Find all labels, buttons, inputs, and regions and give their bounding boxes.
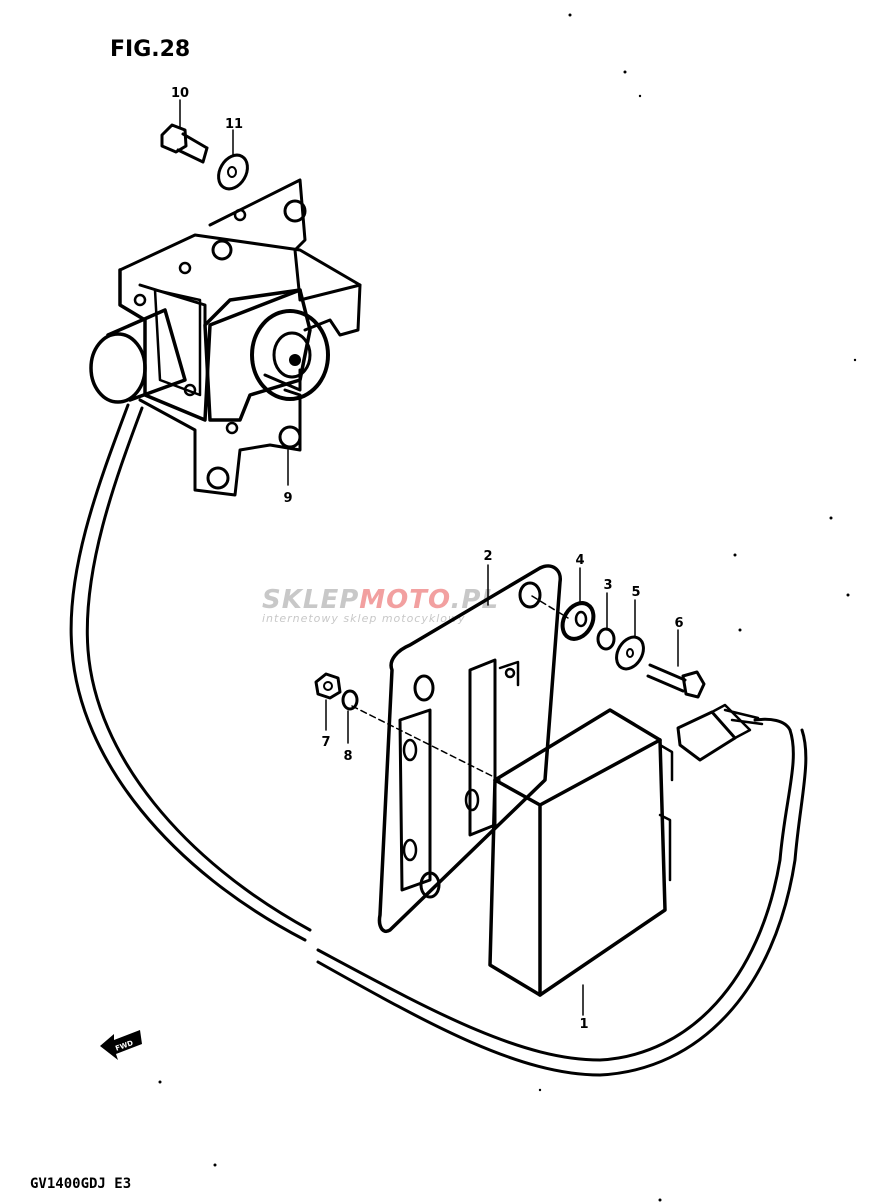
control-unit-1	[488, 708, 674, 997]
part-number-7: 7	[321, 735, 330, 750]
assembly-lines	[351, 595, 569, 781]
part-number-10: 10	[171, 86, 189, 101]
leader-lines	[179, 99, 679, 1016]
part-number-4: 4	[575, 553, 584, 568]
collar-3	[596, 627, 616, 651]
control-cable	[69, 403, 808, 1077]
part-number-5: 5	[631, 585, 640, 600]
part-number-9: 9	[283, 491, 292, 506]
watermark-brand-a: SKLEP	[262, 585, 359, 615]
part-number-8: 8	[343, 749, 352, 764]
figure-title: FIG.28	[110, 37, 190, 62]
watermark-brand-c: .PL	[451, 585, 500, 615]
watermark: SKLEPMOTO.PL internetowy sklep motocyklo…	[262, 585, 499, 625]
svg-text:SKLEPMOTO.PL: SKLEPMOTO.PL	[262, 585, 499, 615]
part-number-6: 6	[674, 616, 683, 631]
watermark-brand-b: MOTO	[359, 585, 450, 615]
washer-8	[341, 689, 359, 711]
grommet-4	[560, 601, 596, 641]
part-number-11: 11	[225, 117, 243, 132]
watermark-tagline: internetowy sklep motocyklowy	[262, 612, 466, 625]
part-numbers: 10 11 9 2 4 3 5 6 7 8 1	[171, 86, 684, 1032]
washer-11	[217, 153, 249, 191]
part-number-1: 1	[579, 1017, 588, 1032]
washer-5	[615, 635, 645, 671]
part-number-2: 2	[483, 549, 492, 564]
scan-specks	[158, 13, 857, 1202]
wire-connector	[676, 703, 764, 762]
model-code: GV1400GDJ E3	[30, 1176, 131, 1192]
nut-7	[314, 672, 342, 700]
bolt-6	[646, 663, 706, 699]
part-number-3: 3	[603, 578, 612, 593]
direction-arrow: FWD	[100, 1030, 142, 1060]
bolt-10	[160, 123, 209, 164]
servo-motor-assembly	[89, 178, 362, 497]
